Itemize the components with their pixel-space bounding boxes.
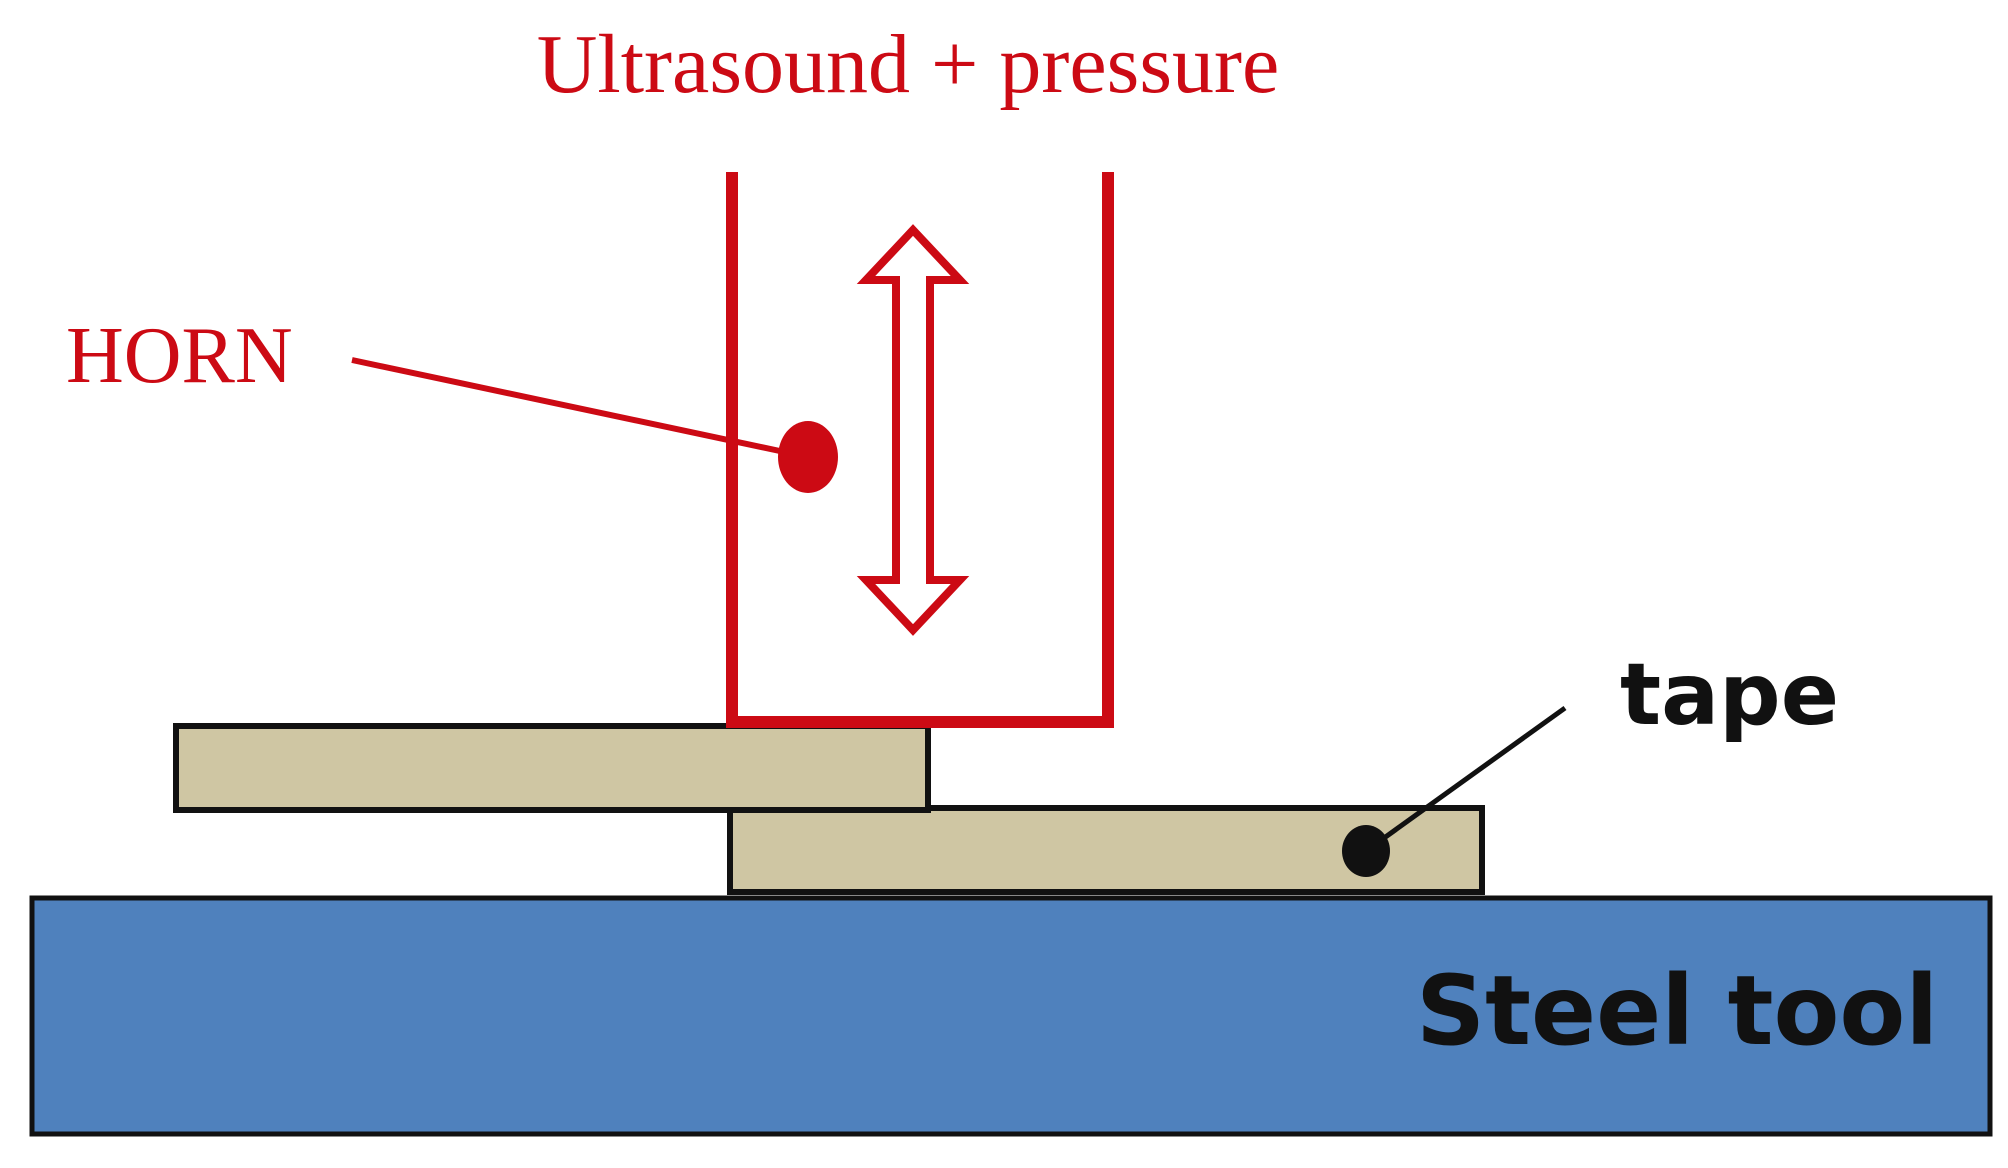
tape-leader-line — [1364, 705, 1567, 854]
tape-upper-layer — [173, 723, 931, 813]
double-arrow-icon — [856, 224, 970, 636]
tape-marker-dot — [1342, 825, 1390, 877]
horn-leader-line — [351, 357, 809, 460]
steel-tool — [29, 895, 1993, 1137]
tape-label: tape — [1620, 645, 1839, 745]
ultrasound-pressure-label: Ultrasound + pressure — [537, 18, 1280, 111]
steel-tool-label: Steel tool — [1416, 955, 1938, 1067]
horn-outline — [726, 172, 1114, 728]
horn-label: HORN — [66, 312, 293, 400]
horn-marker-dot — [778, 421, 838, 493]
